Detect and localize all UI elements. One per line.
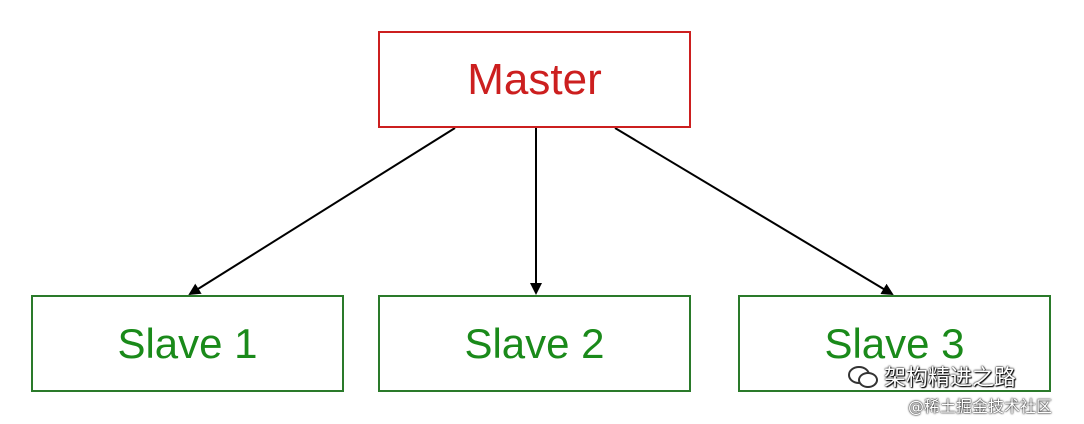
master-node: Master xyxy=(378,31,691,128)
master-label: Master xyxy=(467,54,602,104)
arrow-master-to-slave-1 xyxy=(188,127,456,296)
slave-1-label: Slave 1 xyxy=(117,319,258,367)
arrow-master-to-slave-3 xyxy=(614,127,894,296)
watermark-source: @稀土掘金技术社区 xyxy=(908,397,1053,416)
slave-2-label: Slave 2 xyxy=(464,319,605,367)
watermark-account: 架构精进之路 xyxy=(848,360,1016,392)
slave-3-label: Slave 3 xyxy=(824,319,965,367)
slave-node-2: Slave 2 xyxy=(378,295,691,392)
watermark-account-name: 架构精进之路 xyxy=(884,366,1017,391)
slave-node-1: Slave 1 xyxy=(31,295,344,392)
wechat-icon xyxy=(848,364,878,388)
slave-node-3: Slave 3 xyxy=(738,295,1051,392)
